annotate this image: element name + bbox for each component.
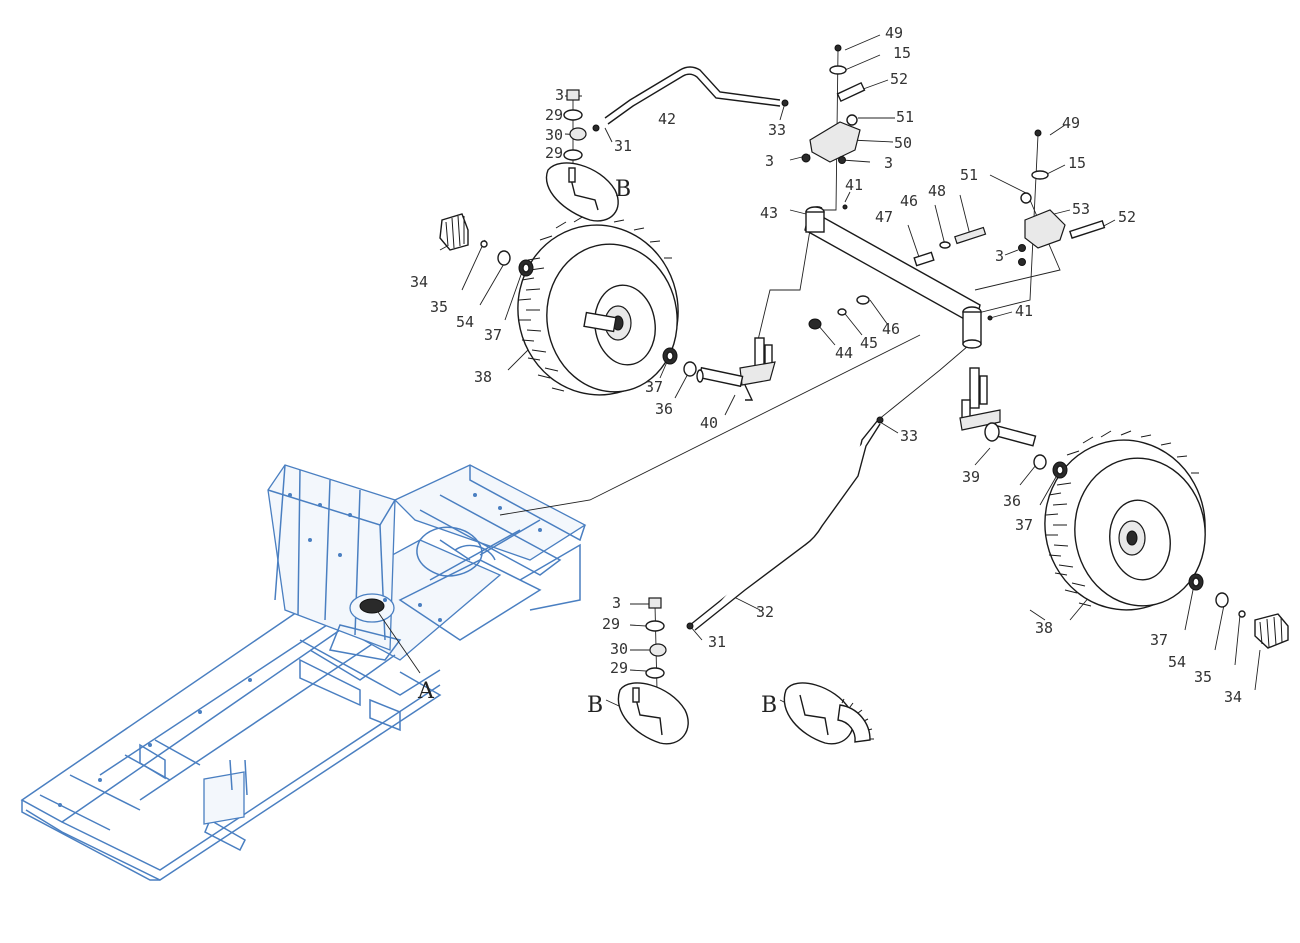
callout-52: 52 bbox=[1118, 208, 1136, 226]
callout-labels: 49 15 52 51 50 33 3 3 42 3 29 30 29 31 4… bbox=[410, 24, 1242, 706]
callout-31: 31 bbox=[614, 137, 632, 155]
callout-3: 3 bbox=[995, 247, 1004, 265]
callout-39: 39 bbox=[962, 468, 980, 486]
callout-35: 35 bbox=[430, 298, 448, 316]
callout-34: 34 bbox=[1224, 688, 1242, 706]
callout-44: 44 bbox=[835, 344, 853, 362]
callout-34: 34 bbox=[410, 273, 428, 291]
callout-37: 37 bbox=[484, 326, 502, 344]
callout-33: 33 bbox=[900, 427, 918, 445]
steering-plate-50 bbox=[801, 44, 866, 164]
callout-15: 15 bbox=[1068, 154, 1086, 172]
callout-49: 49 bbox=[885, 24, 903, 42]
spindle-right-39 bbox=[959, 367, 1037, 447]
callout-46: 46 bbox=[900, 192, 918, 210]
callout-54: 54 bbox=[456, 313, 474, 331]
callout-30: 30 bbox=[610, 640, 628, 658]
hardware-right bbox=[1033, 454, 1289, 649]
callout-3: 3 bbox=[765, 152, 774, 170]
callout-29: 29 bbox=[545, 144, 563, 162]
callout-29: 29 bbox=[602, 615, 620, 633]
wheel-left bbox=[517, 215, 679, 396]
callout-53: 53 bbox=[1072, 200, 1090, 218]
hardware-left bbox=[439, 213, 697, 377]
callout-36: 36 bbox=[655, 400, 673, 418]
steering-bracket-53 bbox=[1018, 129, 1106, 266]
callout-3: 3 bbox=[555, 86, 564, 104]
callout-38: 38 bbox=[1035, 619, 1053, 637]
callout-45: 45 bbox=[860, 334, 878, 352]
callout-30: 30 bbox=[545, 126, 563, 144]
front-axle-beam bbox=[804, 204, 993, 349]
callout-43: 43 bbox=[760, 204, 778, 222]
detail-letters: A B B B bbox=[417, 177, 777, 718]
detail-label-b: B bbox=[587, 693, 603, 718]
callout-54: 54 bbox=[1168, 653, 1186, 671]
tie-rod-end-upper bbox=[545, 89, 619, 222]
detail-b-sector-gear bbox=[783, 682, 874, 745]
callout-3: 3 bbox=[612, 594, 621, 612]
callout-51: 51 bbox=[896, 108, 914, 126]
callout-38: 38 bbox=[474, 368, 492, 386]
tie-rod-end-lower bbox=[617, 597, 694, 745]
callout-15: 15 bbox=[893, 44, 911, 62]
callout-31: 31 bbox=[708, 633, 726, 651]
callout-49: 49 bbox=[1062, 114, 1080, 132]
callout-33: 33 bbox=[768, 121, 786, 139]
callout-50: 50 bbox=[894, 134, 912, 152]
callout-37: 37 bbox=[1015, 516, 1033, 534]
callout-52: 52 bbox=[890, 70, 908, 88]
callout-37: 37 bbox=[645, 378, 663, 396]
callout-29: 29 bbox=[545, 106, 563, 124]
callout-41: 41 bbox=[845, 176, 863, 194]
callout-3: 3 bbox=[884, 154, 893, 172]
callout-42: 42 bbox=[658, 110, 676, 128]
detail-label-b: B bbox=[761, 693, 777, 718]
spindle-left-40 bbox=[696, 337, 776, 401]
callout-51: 51 bbox=[960, 166, 978, 184]
callout-48: 48 bbox=[928, 182, 946, 200]
drag-link-lower bbox=[689, 416, 884, 631]
drag-link-upper bbox=[604, 66, 789, 125]
detail-label-a: A bbox=[417, 679, 435, 704]
chassis-frame bbox=[20, 464, 587, 881]
callout-47: 47 bbox=[875, 208, 893, 226]
callout-40: 40 bbox=[700, 414, 718, 432]
callout-35: 35 bbox=[1194, 668, 1212, 686]
callout-37: 37 bbox=[1150, 631, 1168, 649]
frame-holes bbox=[58, 493, 542, 807]
callout-46: 46 bbox=[882, 320, 900, 338]
callout-32: 32 bbox=[756, 603, 774, 621]
wheel-right bbox=[1044, 430, 1206, 611]
callout-36: 36 bbox=[1003, 492, 1021, 510]
detail-label-b: B bbox=[615, 177, 631, 202]
callout-29: 29 bbox=[610, 659, 628, 677]
callout-41: 41 bbox=[1015, 302, 1033, 320]
